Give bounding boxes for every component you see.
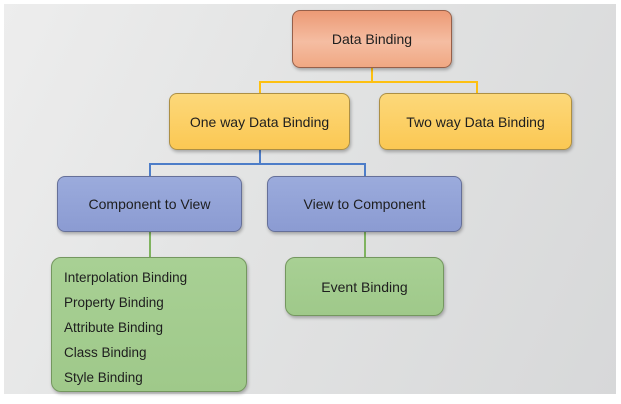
binding-type-item: Interpolation Binding bbox=[64, 270, 188, 285]
binding-type-item: Class Binding bbox=[64, 345, 147, 360]
connector-to-component-to-view bbox=[149, 163, 151, 177]
connector-one-way-stem bbox=[259, 150, 261, 164]
node-component-to-view: Component to View bbox=[57, 176, 242, 232]
connector-one-way-branch bbox=[149, 163, 366, 165]
connector-to-event-binding bbox=[364, 232, 366, 258]
binding-type-item: Property Binding bbox=[64, 295, 164, 310]
node-label: Component to View bbox=[88, 196, 211, 212]
node-label: One way Data Binding bbox=[189, 113, 330, 130]
node-view-to-component: View to Component bbox=[267, 176, 462, 232]
binding-type-item: Style Binding bbox=[64, 370, 143, 385]
connector-root-branch bbox=[260, 81, 478, 83]
connector-to-bindings-list bbox=[149, 232, 151, 258]
node-label: Two way Data Binding bbox=[406, 113, 545, 130]
node-label: Data Binding bbox=[331, 31, 413, 47]
node-two-way-data-binding: Two way Data Binding bbox=[379, 93, 572, 150]
node-data-binding: Data Binding bbox=[292, 10, 452, 68]
node-label: Event Binding bbox=[321, 278, 408, 295]
node-label: View to Component bbox=[303, 196, 426, 212]
connector-root-to-one-way bbox=[259, 81, 261, 94]
binding-type-item: Attribute Binding bbox=[64, 320, 164, 335]
connector-to-view-to-component bbox=[364, 163, 366, 177]
diagram-canvas: Data Binding One way Data Binding Two wa… bbox=[4, 4, 616, 394]
connector-root-to-two-way bbox=[476, 81, 478, 94]
node-one-way-data-binding: One way Data Binding bbox=[169, 93, 350, 150]
connector-root-stem bbox=[371, 68, 373, 82]
node-event-binding: Event Binding bbox=[285, 257, 444, 316]
